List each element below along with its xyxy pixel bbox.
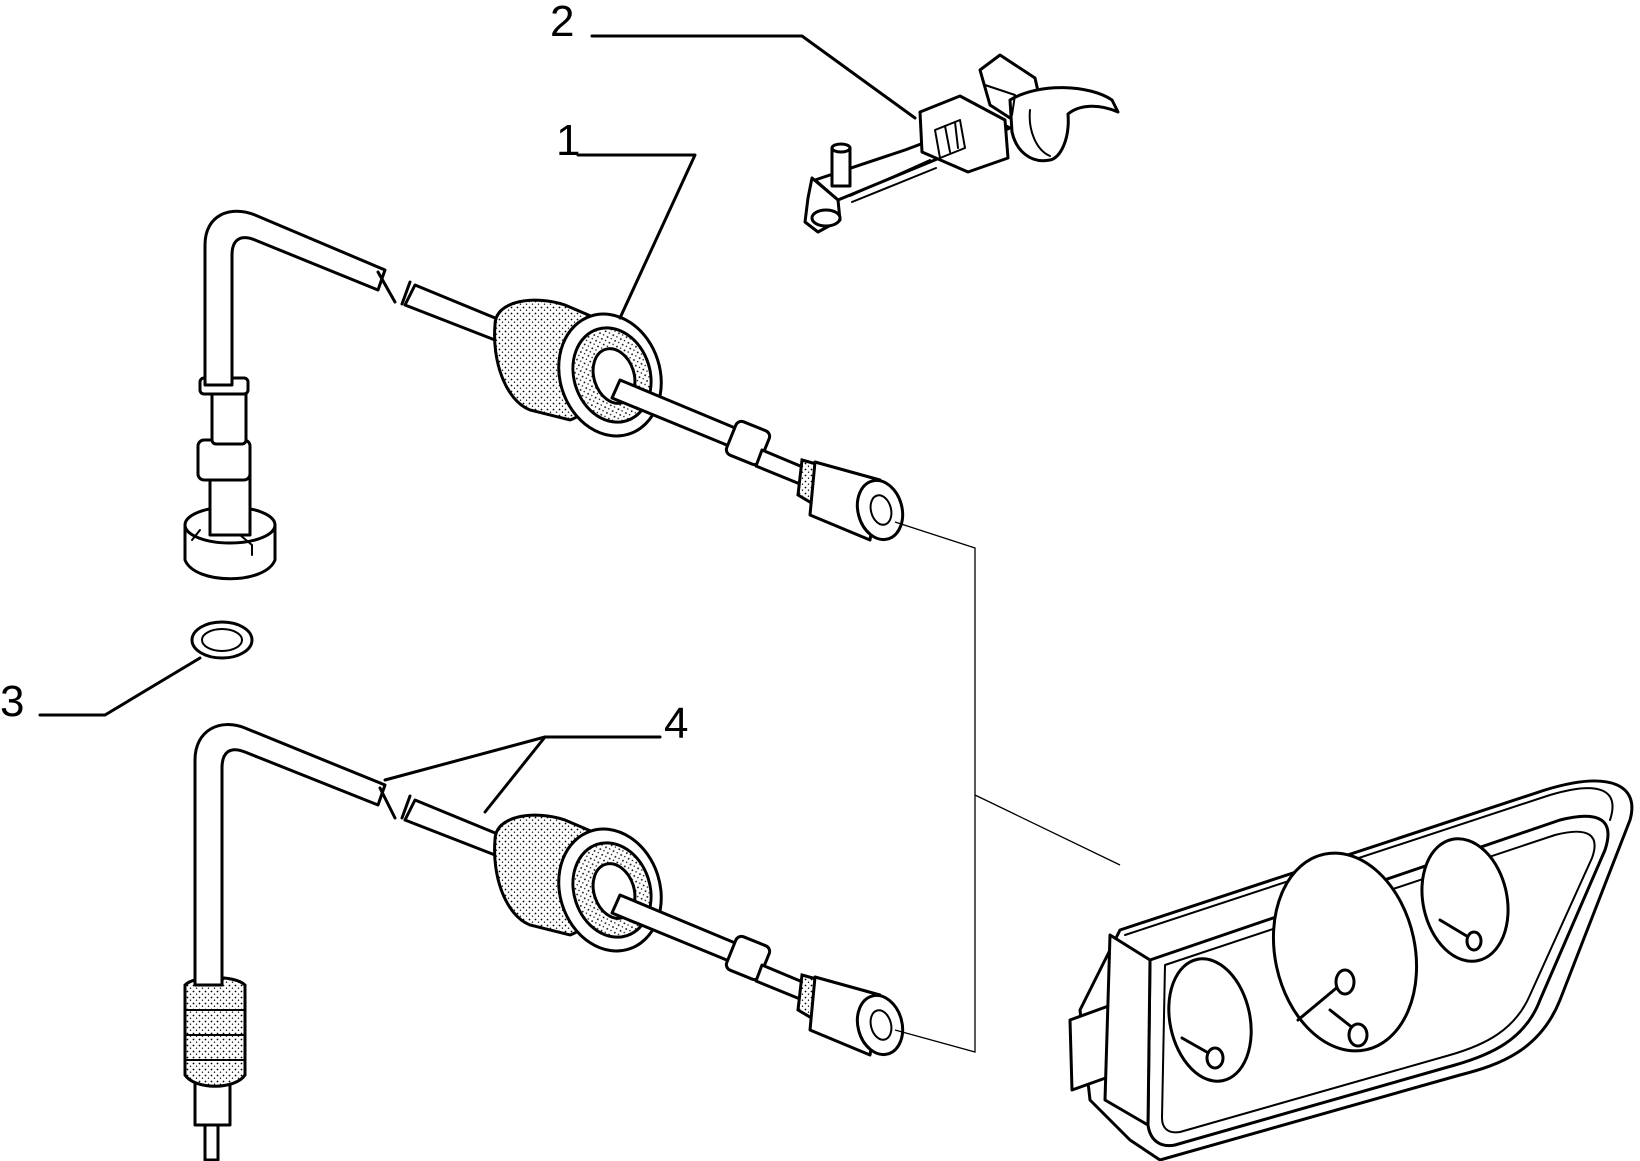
part-4-sensor-cable <box>183 723 905 1161</box>
gauge-left <box>1167 957 1253 1083</box>
part-2-sensor-bracket <box>803 53 1120 234</box>
gauge-center <box>1271 851 1419 1053</box>
callout-2-label: 2 <box>550 0 574 46</box>
instrument-cluster <box>1068 779 1634 1161</box>
part-3-o-ring <box>190 620 254 660</box>
callout-3-label: 3 <box>0 677 24 726</box>
leader-lines <box>38 34 917 814</box>
part-1-speed-sensor-cable <box>183 209 905 581</box>
callout-4-label: 4 <box>664 699 688 748</box>
gauge-right <box>1420 837 1510 963</box>
callout-1-label: 1 <box>556 116 580 165</box>
connection-lines <box>894 521 1121 1053</box>
